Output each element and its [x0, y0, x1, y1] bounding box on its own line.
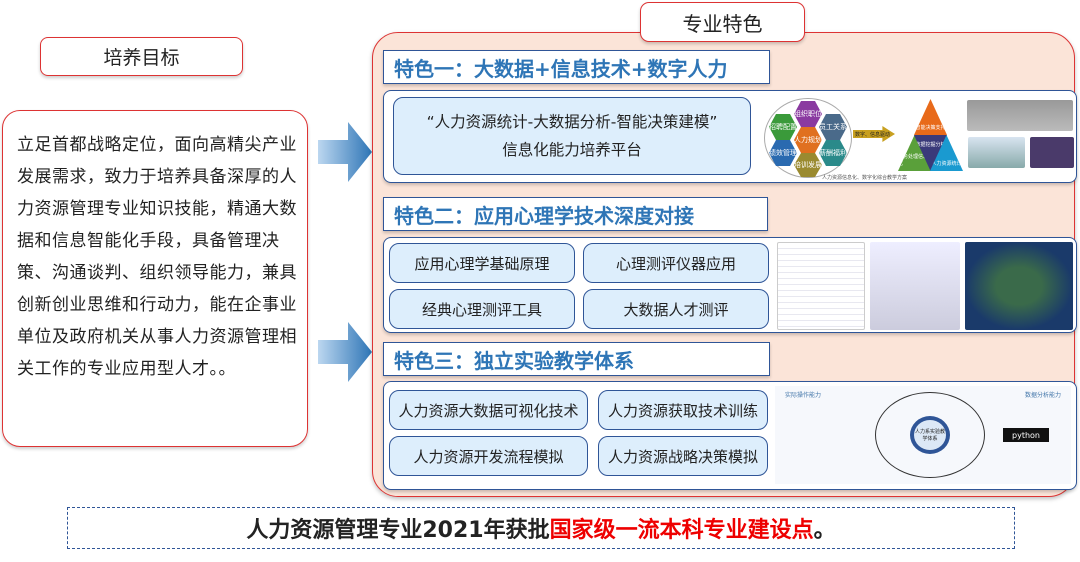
assessment-screenshot	[777, 242, 865, 330]
lab-item: 人力资源大数据可视化技术	[389, 390, 588, 430]
feature-2-heading: 特色二：应用心理学技术深度对接	[383, 197, 768, 231]
eeg-screenshot	[870, 242, 960, 330]
triangle-pyramid-diagram: 智能决策支持 业务处理信息化 数据挖掘分析 人力资源统计	[898, 99, 963, 171]
psych-item: 应用心理学基础原理	[389, 243, 575, 283]
arrow-right-icon	[318, 122, 372, 182]
lab-item: 人力资源战略决策模拟	[598, 436, 768, 476]
platform-line-2: 信息化能力培养平台	[502, 141, 642, 159]
hex-item: 薪酬福利	[819, 140, 847, 166]
hex-center: 人力规划	[794, 127, 822, 153]
right-title: 数据分析能力	[1024, 392, 1061, 399]
left-title: 实际操作能力	[785, 392, 822, 399]
classroom-photo	[968, 137, 1025, 168]
hex-item: 招聘配置	[769, 114, 797, 140]
feature-3-heading: 特色三：独立实验教学体系	[383, 342, 770, 376]
students-photo	[1030, 137, 1074, 168]
lab-photo	[967, 100, 1073, 131]
features-title: 专业特色	[640, 2, 805, 42]
platform-card: “人力资源统计-大数据分析-智能决策建模” 信息化能力培养平台	[393, 97, 751, 175]
center-node: 人力系实验教学体系	[910, 416, 950, 454]
banner-text: 人力资源管理专业2021年获批	[246, 518, 550, 543]
python-logo: python	[1003, 428, 1049, 442]
data-driven-arrow: 数字、信息驱动	[853, 126, 895, 142]
hr-modules-hex-diagram: 人力规划 组织职位 员工关系 薪酬福利 培训发展 绩效管理 招聘配置	[764, 98, 852, 178]
psych-item: 经典心理测评工具	[389, 289, 575, 329]
arrow-right-icon	[318, 322, 372, 382]
lab-item: 人力资源获取技术训练	[598, 390, 768, 430]
bottom-banner: 人力资源管理专业2021年获批国家级一流本科专业建设点。	[67, 507, 1015, 549]
hex-item: 员工关系	[819, 114, 847, 140]
vr-screenshot	[965, 242, 1073, 330]
platform-line-1: “人力资源统计-大数据分析-智能决策建模”	[426, 113, 718, 131]
hex-item: 组织职位	[794, 101, 822, 127]
hex-item: 绩效管理	[769, 140, 797, 166]
hex-item: 培训发展	[794, 153, 822, 177]
banner-highlight: 国家级一流本科专业建设点	[549, 518, 814, 543]
feature-1-heading: 特色一：大数据+信息技术+数字人力	[383, 50, 770, 84]
goal-title: 培养目标	[40, 37, 243, 76]
psych-item: 心理测评仪器应用	[583, 243, 769, 283]
triangle-top: 智能决策支持	[914, 99, 947, 135]
diagram-caption: 人力资源信息化、数字化综合教学方案	[822, 175, 908, 181]
lab-item: 人力资源开发流程模拟	[389, 436, 588, 476]
psych-item: 大数据人才测评	[583, 289, 769, 329]
goal-description: 立足首都战略定位，面向高精尖产业发展需求，致力于培养具备深厚的人力资源管理专业知…	[2, 110, 308, 447]
banner-end: 。	[813, 518, 836, 543]
lab-system-diagram: 实际操作能力 数据分析能力 人力系实验教学体系 python	[775, 386, 1071, 484]
